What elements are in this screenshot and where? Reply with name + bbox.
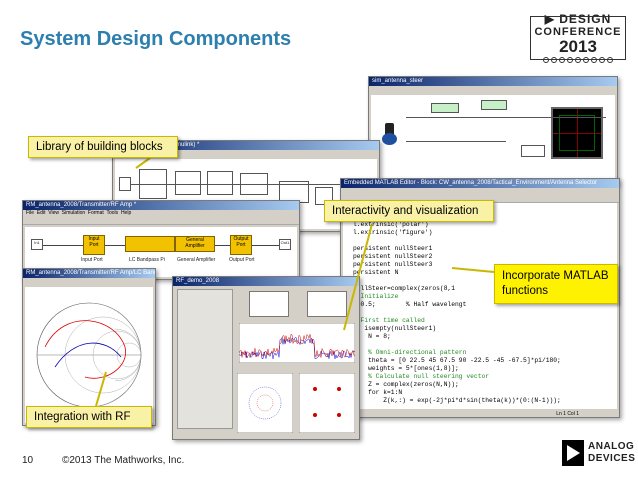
antenna-icon (385, 123, 394, 139)
code-line[interactable]: % Omni-directional pattern (353, 349, 467, 356)
model-block[interactable] (431, 103, 459, 113)
callout-rf: Integration with RF (26, 406, 152, 428)
code-line[interactable]: theta = [0 22.5 45 67.5 90 -22.5 -45 -67… (353, 357, 561, 364)
smith-canvas (25, 287, 153, 423)
signal-wire (406, 141, 506, 142)
antenna-dish-icon (382, 133, 397, 145)
menu-item[interactable]: File (26, 210, 35, 216)
logo-line2: DEVICES (588, 453, 636, 464)
menu-item[interactable]: View (48, 210, 59, 216)
window-toolbar (23, 217, 299, 225)
rf-canvas: In1 Input Port General Amplifier Output … (25, 227, 297, 277)
block-caption: Input Port (81, 257, 103, 263)
out1-port[interactable]: Out1 (279, 239, 291, 250)
code-line[interactable]: persistent nullSteer3 (353, 261, 433, 268)
sim-canvas (371, 95, 615, 183)
play-triangle-icon (562, 440, 584, 466)
window-titlebar[interactable]: RM_antenna_2008/Transmitter/RF Amp/LC Ba… (23, 269, 155, 278)
callout-matlab: Incorporate MATLAB functions (494, 264, 618, 304)
general-amplifier-block[interactable]: General Amplifier (175, 236, 215, 252)
menu-item[interactable]: Edit (36, 210, 46, 216)
model-block[interactable] (207, 171, 233, 195)
logo-frame (530, 16, 626, 60)
output-port-block[interactable]: Output Port (230, 235, 252, 255)
slide-title: System Design Components (20, 28, 292, 50)
antenna-sim-window: sim_antenna_steer (368, 76, 618, 186)
signal-wire (406, 117, 606, 118)
code-line[interactable]: weights = 5*[ones(1,8)]; (353, 365, 459, 372)
copyright: ©2013 The Mathworks, Inc. (62, 455, 185, 466)
window-titlebar[interactable]: Embedded MATLAB Editor - Block: CW_anten… (341, 179, 619, 188)
model-block[interactable] (119, 177, 131, 191)
callout-library: Library of building blocks (28, 136, 178, 158)
code-line[interactable]: Z(k,:) = exp(-2j*pi*d*sin(theta(k))*(0:(… (353, 397, 561, 404)
slide-number: 10 (22, 455, 34, 466)
window-menubar: File Edit View Simulation Format Tools H… (23, 210, 299, 217)
logo-dots (528, 57, 628, 63)
radar-scope (551, 107, 603, 159)
eye-diagram-plot (299, 373, 355, 433)
code-editor[interactable]: file,ant) l.extrinsic('polar')l.extrinsi… (343, 203, 617, 409)
parameter-panel (177, 289, 233, 429)
constellation-plot (237, 373, 293, 433)
code-line[interactable]: d=0.5; % Half wavelengt (353, 301, 467, 308)
lc-bandpass-block[interactable] (125, 236, 175, 252)
code-line[interactable]: l.extrinsic('polar') (353, 221, 429, 228)
code-line[interactable]: Z = complex(zeros(N,N)); (353, 381, 459, 388)
code-line[interactable]: l.extrinsic('figure') (353, 229, 433, 236)
block-caption: General Amplifier (177, 257, 216, 263)
logo-line1: ANALOG (588, 441, 635, 452)
model-block[interactable] (521, 145, 545, 157)
window-titlebar[interactable]: sim_antenna_steer (369, 77, 617, 86)
menu-item[interactable]: Simulation (61, 210, 86, 216)
simulink-rf-window: RM_antenna_2008/Transmitter/RF Amp * Fil… (22, 200, 300, 280)
code-line[interactable]: persistent nullSteer2 (353, 253, 433, 260)
smith-chart-window: RM_antenna_2008/Transmitter/RF Amp/LC Ba… (22, 268, 156, 426)
block-caption: LC Bandpass Pi (129, 257, 165, 263)
code-line[interactable]: N = 8; (353, 333, 391, 340)
code-line[interactable]: % Calculate null steering vector (353, 373, 490, 380)
logo-year: 2013 (559, 37, 597, 56)
design-conference-logo: ▶ DESIGN CONFERENCE 2013 (528, 12, 628, 70)
code-line[interactable]: persistent N (353, 269, 399, 276)
editor-status: Ln 1 Col 1 (556, 411, 579, 417)
menu-item[interactable]: Format (87, 210, 104, 216)
spectrum-plot (239, 323, 355, 363)
rf-plots-window: RF_demo_2008 (172, 276, 360, 440)
window-titlebar[interactable]: RF_demo_2008 (173, 277, 359, 286)
window-titlebar[interactable]: RM_antenna_2008/Transmitter/RF Amp * (23, 201, 299, 210)
parameter-listbox[interactable] (307, 291, 347, 317)
in1-port[interactable]: In1 (31, 239, 43, 250)
model-block[interactable] (175, 171, 201, 195)
menu-item[interactable]: Help (120, 210, 132, 216)
model-block[interactable] (481, 100, 507, 110)
parameter-listbox[interactable] (249, 291, 289, 317)
code-line[interactable]: nullSteer=complex(zeros(8,1 (353, 285, 456, 292)
code-line[interactable]: for k=1:N (353, 389, 403, 396)
plots-canvas (175, 287, 357, 437)
smith-chart (36, 302, 142, 408)
input-port-block[interactable]: Input Port (83, 235, 105, 255)
logo-line1: ▶ DESIGN (544, 12, 612, 26)
code-line[interactable]: persistent nullSteer1 (353, 245, 433, 252)
block-caption: Output Port (229, 257, 255, 263)
logo-line2: CONFERENCE (534, 26, 622, 38)
analog-devices-logo: ANALOG DEVICES (562, 438, 635, 470)
menu-item[interactable]: Tools (106, 210, 119, 216)
callout-interactivity: Interactivity and visualization (324, 200, 494, 222)
signal-wire (131, 184, 371, 185)
